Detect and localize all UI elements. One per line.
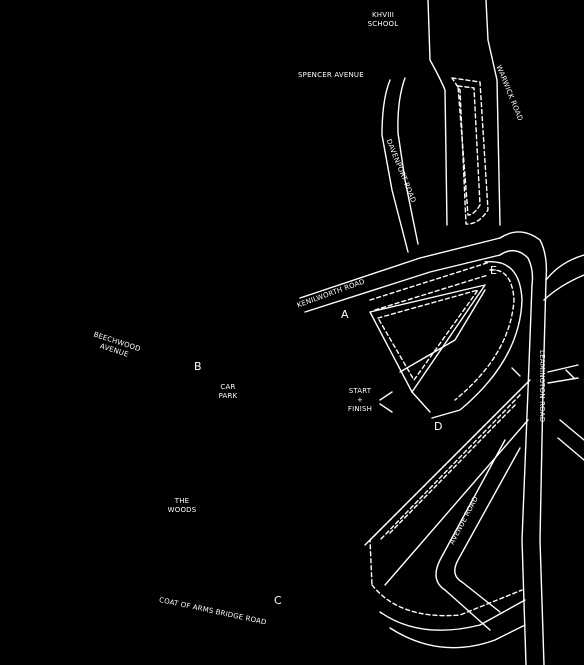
bridge-link-2 [461, 581, 501, 613]
leamington-road-label: LEAMINGTON ROAD [538, 350, 546, 423]
leamington-road-west-edge [521, 284, 533, 665]
diagonal-road-edge [364, 379, 531, 546]
the-woods-label: THE WOODS [158, 497, 206, 515]
east-branch-road [545, 254, 584, 281]
start-finish-label-line-1: START [348, 387, 372, 395]
the-woods-label-line-2: WOODS [167, 506, 197, 514]
start-finish-label-line-3: FINISH [347, 405, 373, 413]
kenilworth-road-south-edge [304, 254, 501, 313]
school-label-line-1: KHVIII [371, 11, 395, 19]
avenue-road-west-edge [435, 439, 506, 591]
start-connector [411, 391, 431, 413]
diagonal-road-edge-2 [384, 419, 529, 586]
coat-of-arms-bridge-road-edge [379, 599, 526, 631]
circuit-loop [431, 260, 523, 419]
route-diagonal-2 [379, 394, 521, 541]
route-diagonal-3 [387, 404, 516, 536]
point-a: A [341, 308, 349, 321]
point-e: E [490, 264, 498, 277]
far-east-road-2 [557, 437, 584, 461]
kenilworth-road-north-edge [299, 237, 501, 299]
start-finish-label: START + FINISH [340, 387, 380, 414]
route-bridge-road [371, 584, 523, 617]
circuit-loop-dashed [454, 269, 515, 401]
marker-side [565, 369, 575, 379]
warwick-road-east-edge [485, 0, 501, 226]
route-kenilworth-2 [374, 274, 489, 311]
warwick-road-west-edge [427, 0, 448, 226]
car-park-label: CAR PARK [208, 383, 248, 401]
junction-edge-2 [499, 250, 534, 286]
circuit-spine [399, 289, 486, 373]
route-diagonal [369, 384, 526, 586]
start-finish-label-line-2: + [356, 396, 364, 404]
leamington-road-east-edge [539, 279, 547, 665]
avenue-road-east-edge [454, 447, 521, 583]
east-spur-bottom [547, 377, 579, 384]
route-north-loop-inner [457, 85, 481, 216]
bridge-link [444, 589, 491, 631]
start-arrow [379, 391, 393, 413]
spencer-avenue-label: SPENCER AVENUE [298, 71, 364, 79]
point-b: B [194, 360, 202, 373]
route-north-loop [451, 77, 489, 225]
far-east-road [559, 419, 584, 441]
car-park-label-line-1: CAR [220, 383, 236, 391]
junction-edge [499, 231, 548, 281]
davenport-road-east-edge [397, 77, 419, 245]
school-label: KHVIII SCHOOL [358, 11, 408, 29]
point-c: C [274, 594, 282, 607]
circuit-outer [369, 284, 486, 393]
car-park-label-line-2: PARK [218, 392, 238, 400]
point-d: D [434, 420, 443, 433]
east-spur-top [547, 364, 579, 373]
circuit-inner [377, 289, 479, 381]
the-woods-label-line-1: THE [174, 497, 190, 505]
school-label-line-2: SCHOOL [367, 20, 399, 28]
marker-e [511, 367, 521, 377]
davenport-road-west-edge [381, 79, 409, 253]
route-kenilworth [369, 261, 491, 301]
coat-of-arms-bridge-road-edge-2 [389, 624, 526, 649]
east-branch-road-2 [543, 274, 584, 301]
